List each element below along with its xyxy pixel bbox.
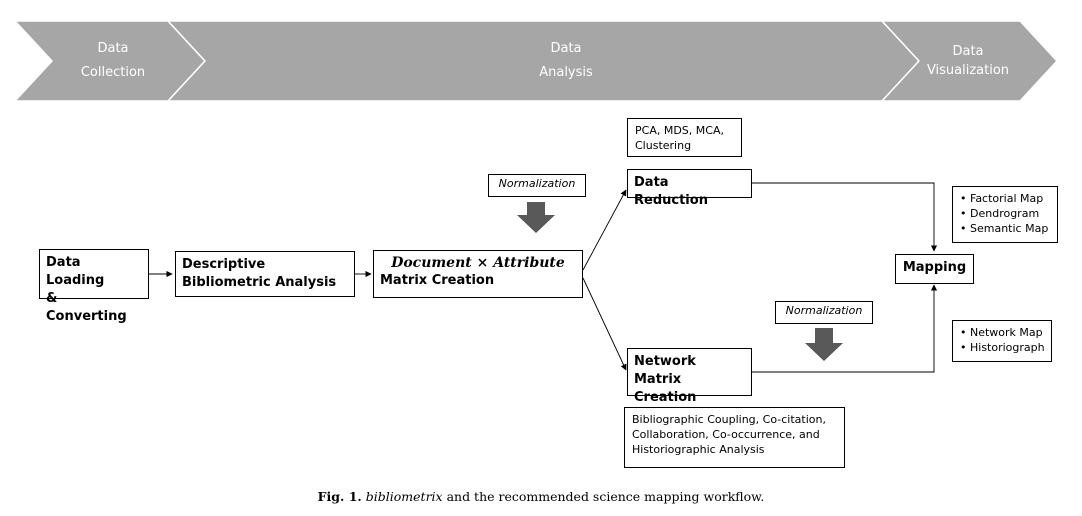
stage-banner: Data Collection Data Analysis Data Visua… bbox=[13, 20, 1059, 102]
stage-visualization-line2: Visualization bbox=[927, 63, 1009, 78]
data-loading-box: Data Loading & Converting bbox=[39, 249, 149, 324]
mapping-output-item: Dendrogram bbox=[960, 206, 1050, 221]
stage-collection-line2: Collection bbox=[81, 65, 145, 80]
mapping-output-item: Factorial Map bbox=[960, 191, 1050, 206]
normalization-bottom-note: Normalization bbox=[775, 301, 873, 324]
network-outputs-list: Network Map Historiograph bbox=[960, 325, 1045, 355]
matrix-math-label: Document × Attribute bbox=[391, 255, 565, 271]
matrix-creation-box: Document × Attribute Matrix Creation bbox=[373, 250, 583, 298]
arrow-network-to-mapping bbox=[752, 284, 938, 373]
descriptive-line1: Descriptive bbox=[182, 257, 266, 272]
network-output-item: Network Map bbox=[960, 325, 1044, 340]
data-loading-line1: Data Loading bbox=[46, 255, 105, 288]
stage-visualization-chevron bbox=[880, 20, 1059, 102]
connectors bbox=[149, 182, 938, 373]
mapping-outputs-note: Factorial Map Dendrogram Semantic Map bbox=[952, 186, 1058, 243]
network-methods-line2: Collaboration, Co-occurrence, and bbox=[632, 428, 820, 441]
normalization-bottom-label: Normalization bbox=[785, 304, 863, 317]
network-output-item: Historiograph bbox=[960, 340, 1045, 355]
caption-text: and the recommended science mapping work… bbox=[442, 489, 765, 504]
arrow-matrix-to-network bbox=[582, 277, 627, 371]
normalization-bottom-arrow bbox=[805, 328, 843, 361]
mapping-box: Mapping bbox=[895, 254, 974, 284]
stage-collection-chevron bbox=[13, 20, 207, 102]
mapping-output-item: Semantic Map bbox=[960, 221, 1050, 236]
network-matrix-line1: Network Matrix bbox=[634, 354, 696, 387]
stage-visualization-line1: Data bbox=[952, 44, 983, 59]
stage-analysis-line2: Analysis bbox=[539, 65, 593, 80]
stage-analysis-line1: Data bbox=[550, 41, 581, 56]
data-reduction-label: Data Reduction bbox=[634, 175, 708, 208]
stage-collection-line1: Data bbox=[97, 41, 128, 56]
network-methods-note: Bibliographic Coupling, Co-citation, Col… bbox=[624, 407, 845, 468]
network-outputs-note: Network Map Historiograph bbox=[952, 320, 1052, 362]
mapping-label: Mapping bbox=[902, 260, 967, 275]
reduction-methods-line1: PCA, MDS, MCA, bbox=[635, 124, 724, 137]
network-methods-line1: Bibliographic Coupling, Co-citation, bbox=[632, 413, 826, 426]
reduction-methods-line2: Clustering bbox=[635, 139, 692, 152]
figure-caption: Fig. 1. bibliometrix and the recommended… bbox=[0, 489, 1082, 504]
caption-package-name: bibliometrix bbox=[365, 489, 443, 504]
network-matrix-box: Network Matrix Creation bbox=[627, 348, 752, 405]
data-loading-line2: & Converting bbox=[46, 291, 127, 324]
network-methods-line3: Historiographic Analysis bbox=[632, 443, 765, 456]
stage-analysis-chevron bbox=[166, 20, 921, 102]
descriptive-line2: Bibliometric Analysis bbox=[182, 275, 337, 290]
normalization-top-arrow bbox=[517, 202, 555, 233]
matrix-line2: Matrix Creation bbox=[380, 273, 495, 288]
arrow-reduction-to-mapping bbox=[752, 182, 938, 252]
network-matrix-line2: Creation bbox=[634, 390, 697, 405]
reduction-methods-note: PCA, MDS, MCA, Clustering bbox=[627, 118, 742, 157]
data-reduction-box: Data Reduction bbox=[627, 169, 752, 208]
descriptive-analysis-box: Descriptive Bibliometric Analysis bbox=[175, 251, 355, 297]
normalization-top-label: Normalization bbox=[498, 177, 576, 190]
arrow-matrix-to-reduction bbox=[582, 189, 627, 271]
mapping-outputs-list: Factorial Map Dendrogram Semantic Map bbox=[960, 191, 1050, 236]
caption-fig-label: Fig. 1. bbox=[317, 489, 362, 504]
normalization-top-note: Normalization bbox=[488, 174, 586, 197]
